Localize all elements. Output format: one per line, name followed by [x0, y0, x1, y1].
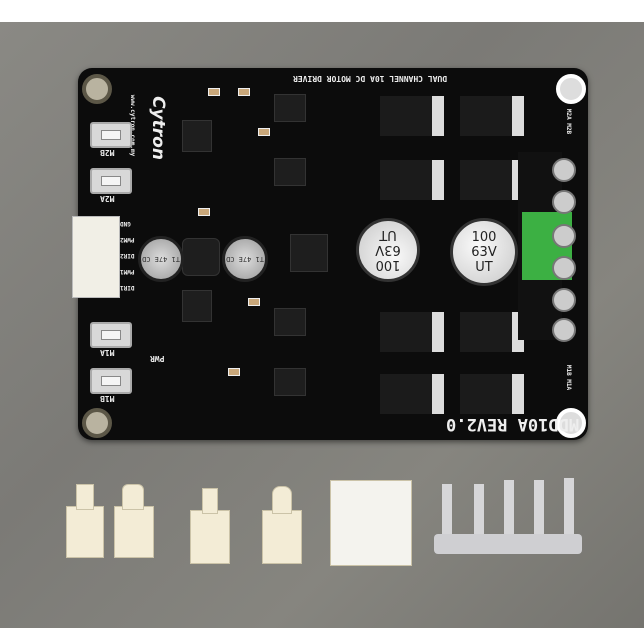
nylon-standoff: [262, 510, 302, 564]
crimp-terminal: [504, 480, 514, 534]
connector-housing: [330, 480, 412, 566]
crimp-terminal: [564, 478, 574, 534]
mosfet: [460, 96, 524, 136]
mosfet: [460, 160, 524, 200]
nylon-standoff-tip: [202, 488, 218, 514]
capacitor-left: 100 63V UT: [356, 218, 420, 282]
smd-component: [208, 88, 220, 96]
label-m2a: M2A: [100, 194, 115, 203]
pin-header-connector[interactable]: [72, 216, 120, 298]
label-pwr: PWR: [150, 354, 165, 363]
cap-value: 100: [471, 229, 497, 245]
mosfet: [460, 312, 524, 352]
smd-component: [198, 208, 210, 216]
mounting-hole: [82, 408, 112, 438]
nylon-standoff: [190, 510, 230, 564]
screw-terminal[interactable]: [552, 158, 576, 182]
mosfet: [380, 374, 444, 414]
chip: [274, 308, 306, 336]
mosfet: [380, 96, 444, 136]
small-capacitor: T1 47E CD: [138, 236, 184, 282]
label-m1b: M1B: [100, 394, 115, 403]
pin-pwm1: PWM1: [120, 268, 135, 275]
crimp-terminal: [474, 484, 484, 534]
chip: [274, 158, 306, 186]
screw-terminal[interactable]: [552, 318, 576, 342]
board-model: MDD10A REV2.0: [446, 414, 580, 434]
cap-voltage: 63V: [375, 242, 401, 258]
mosfet: [460, 374, 524, 414]
smd-component: [258, 128, 270, 136]
screw-terminal[interactable]: [552, 256, 576, 280]
nylon-spacer-tip: [76, 484, 94, 510]
led-label-m2: M2A M2B: [565, 108, 573, 135]
led-label-m1: M1B M1A: [565, 364, 573, 391]
cap-series: UT: [379, 227, 397, 243]
chip: [274, 94, 306, 122]
pin-dir1: DIR1: [120, 284, 135, 291]
button-m1a[interactable]: [90, 322, 132, 348]
cap-series: UT: [475, 259, 493, 275]
board-title: DUAL CHANNEL 10A DC MOTOR DRIVER: [293, 74, 448, 83]
mounting-hole: [556, 408, 586, 438]
mounting-hole: [82, 74, 112, 104]
mosfet: [380, 312, 444, 352]
nylon-spacer: [66, 506, 104, 558]
mounting-hole: [556, 74, 586, 104]
inductor: [182, 238, 220, 276]
brand-logo: Cytron: [147, 96, 168, 160]
crimp-terminals-strip: [434, 534, 582, 554]
smd-component: [238, 88, 250, 96]
pin-dir2: DIR2: [120, 252, 135, 259]
nylon-spacer-tip: [122, 484, 144, 510]
mosfet: [380, 160, 444, 200]
small-capacitor: T1 47E CD: [222, 236, 268, 282]
cap-value: 100: [375, 257, 401, 273]
chip: [274, 368, 306, 396]
cap-voltage: 63V: [471, 244, 497, 260]
screw-terminal[interactable]: [552, 190, 576, 214]
pin-pwm2: PWM2: [120, 236, 135, 243]
capacitor-right: 100 63V UT: [450, 218, 518, 286]
screw-terminal[interactable]: [552, 224, 576, 248]
label-m1a: M1A: [100, 348, 115, 357]
label-m2b: M2B: [100, 148, 115, 157]
pin-gnd: GND: [120, 220, 131, 227]
crimp-terminal: [534, 480, 544, 534]
button-m2b[interactable]: [90, 122, 132, 148]
nylon-spacer: [114, 506, 154, 558]
motor-driver-board: DUAL CHANNEL 10A DC MOTOR DRIVER MDD10A …: [78, 68, 588, 440]
button-m1b[interactable]: [90, 368, 132, 394]
regulator: [290, 234, 328, 272]
smd-component: [228, 368, 240, 376]
chip: [182, 290, 212, 322]
smd-component: [248, 298, 260, 306]
nylon-standoff-tip: [272, 486, 292, 514]
screw-terminal[interactable]: [552, 288, 576, 312]
chip: [182, 120, 212, 152]
crimp-terminal: [442, 484, 452, 534]
button-m2a[interactable]: [90, 168, 132, 194]
